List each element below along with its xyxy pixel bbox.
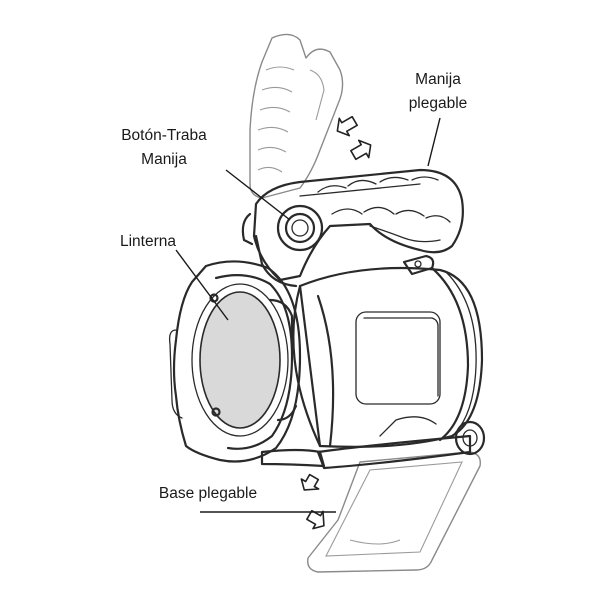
folding-base-ghost [307,451,481,573]
label-lock-button-line2: Manija [141,151,187,168]
leader-lock-button [225,169,291,221]
lantern-body [292,254,484,448]
label-flashlight: Linterna [120,233,176,250]
label-folding-handle-line1: Manija [415,71,461,88]
base-rotation-arrows [300,473,325,530]
flashlight-head [168,260,302,463]
leader-flashlight [175,249,229,321]
label-folding-handle-line2: plegable [409,95,468,112]
label-folding-base: Base plegable [159,485,257,502]
leader-folding-handle [427,117,441,167]
handle-lock-button [276,204,324,252]
label-lock-button-line1: Botón-Traba [121,127,207,144]
folded-handle-ghost [249,33,344,199]
handle-rotation-arrows [336,115,372,161]
base-pivot [260,416,486,470]
folding-handle [241,168,464,288]
lens [199,291,281,429]
